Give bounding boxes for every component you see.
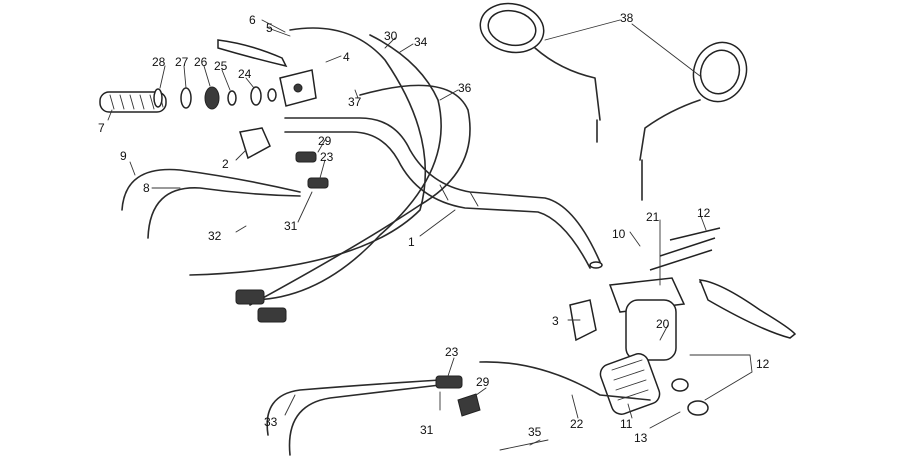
label-34: 34	[414, 35, 428, 49]
left-cables	[121, 27, 471, 323]
label-29a: 29	[318, 134, 332, 148]
label-27: 27	[175, 55, 189, 69]
right-mirror	[639, 41, 748, 201]
label-4: 4	[343, 50, 350, 64]
label-33: 33	[264, 415, 278, 429]
clutch-lever	[217, 39, 288, 68]
label-38: 38	[620, 11, 634, 25]
handlebar	[284, 117, 603, 269]
label-3: 3	[552, 314, 559, 328]
label-35: 35	[528, 425, 542, 439]
label-1: 1	[408, 235, 415, 249]
label-6: 6	[249, 13, 256, 27]
right-control-cluster	[569, 227, 797, 361]
label-11: 11	[620, 417, 633, 431]
label-21: 21	[646, 210, 660, 224]
label-24: 24	[238, 67, 252, 81]
label-32: 32	[208, 229, 222, 243]
label-23a: 23	[320, 150, 334, 164]
label-12a: 12	[697, 206, 711, 220]
right-grip	[599, 353, 709, 416]
label-7: 7	[98, 121, 105, 135]
label-31a: 31	[284, 219, 298, 233]
label-8: 8	[143, 181, 150, 195]
throttle-cables	[266, 361, 651, 456]
label-30: 30	[384, 29, 398, 43]
callout-labels: 7 9 8 32 2 6 5 4 28 27 26 25 24 30 34 36…	[98, 11, 770, 445]
left-mirror	[479, 2, 601, 143]
left-grip	[99, 91, 167, 113]
label-10: 10	[612, 227, 626, 241]
label-9: 9	[120, 149, 127, 163]
label-37: 37	[348, 95, 362, 109]
label-36: 36	[458, 81, 472, 95]
label-23b: 23	[445, 345, 459, 359]
label-26: 26	[194, 55, 208, 69]
label-5: 5	[266, 21, 273, 35]
label-29b: 29	[476, 375, 490, 389]
grip-rings	[153, 86, 277, 110]
label-31b: 31	[420, 423, 434, 437]
label-12b: 12	[756, 357, 770, 371]
left-switch-housing	[239, 69, 329, 189]
label-22: 22	[570, 417, 584, 431]
label-20: 20	[656, 317, 670, 331]
label-25: 25	[214, 59, 228, 73]
label-28: 28	[152, 55, 166, 69]
leader-lines	[107, 19, 753, 446]
label-2: 2	[222, 157, 229, 171]
label-13: 13	[634, 431, 648, 445]
